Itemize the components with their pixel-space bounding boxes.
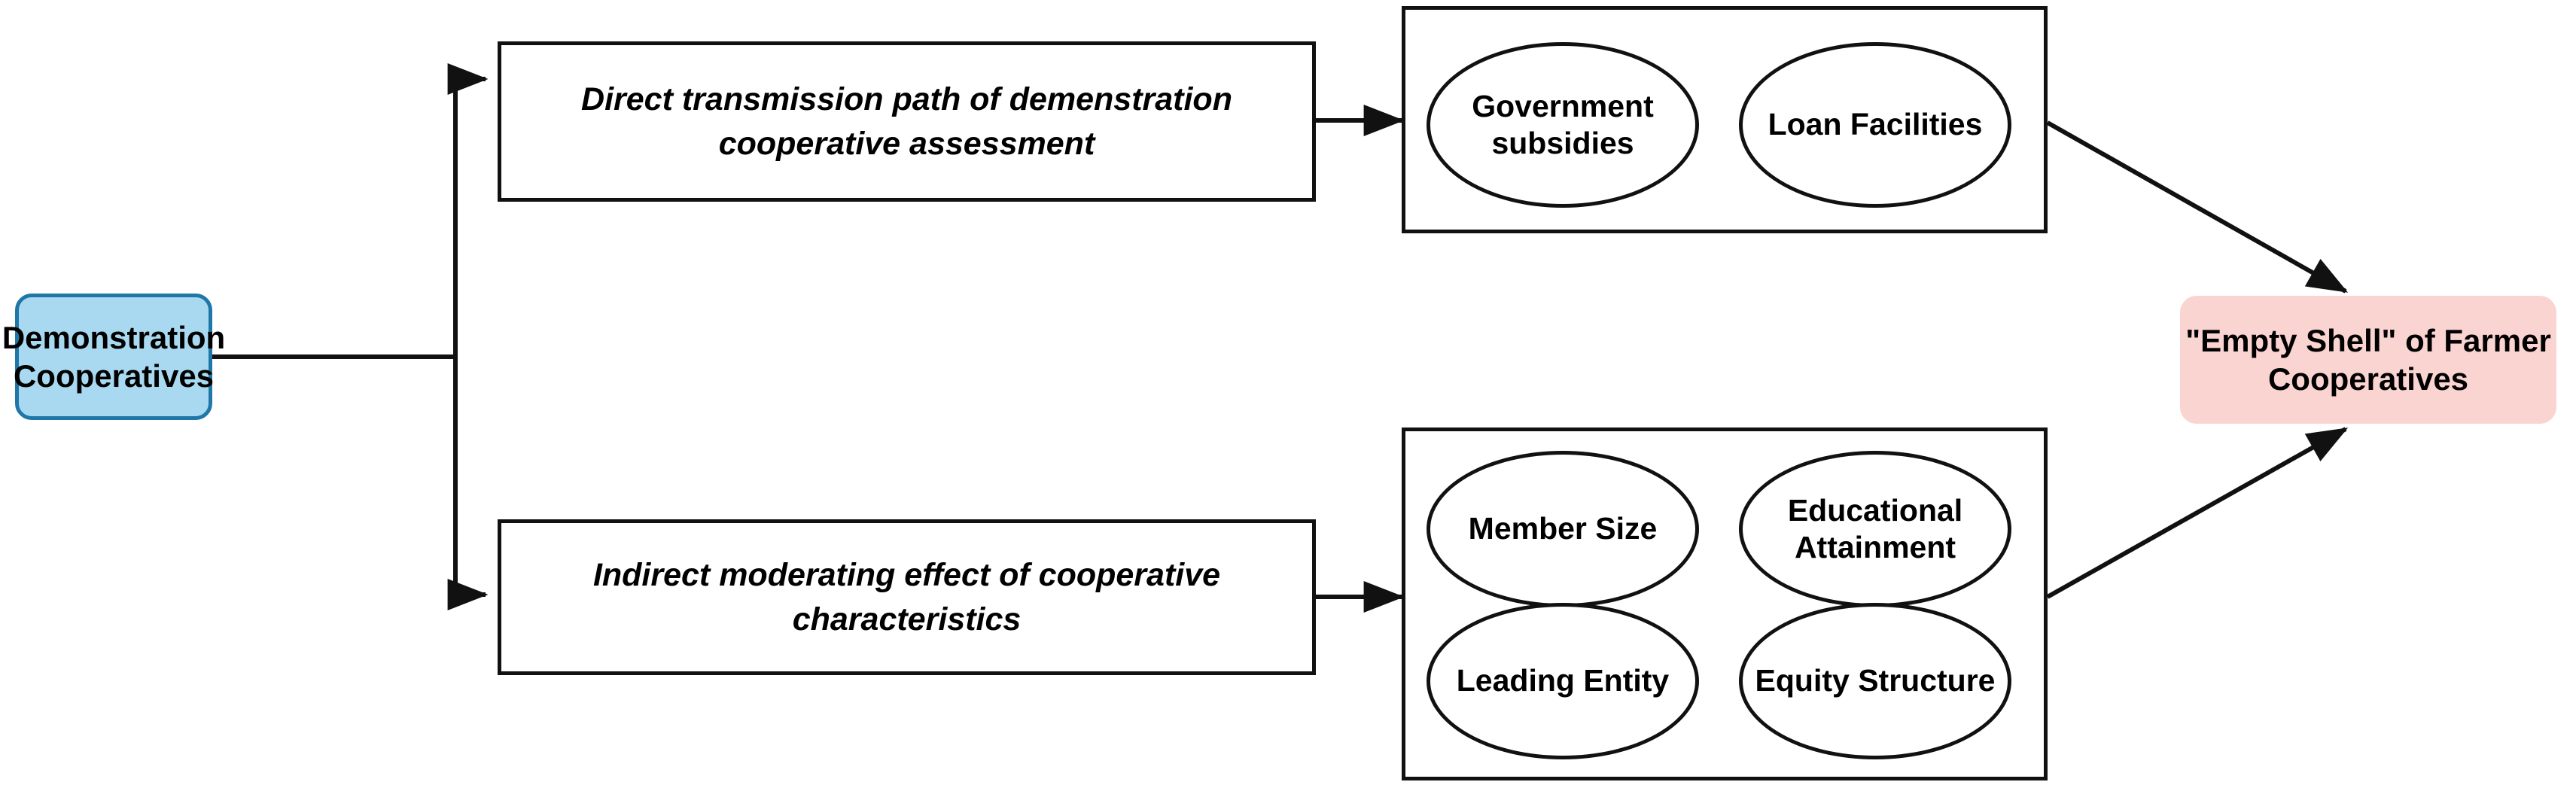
factor-ellipse-member-size[interactable]: Member Size [1427,451,1699,607]
edge-source-to-direct-path [447,63,489,357]
edge-source-to-indirect-path [447,357,489,610]
path-box-indirect-moderating[interactable]: Indirect moderating effect of cooperativ… [498,519,1316,675]
source-node-demonstration-cooperatives[interactable]: Demonstration Cooperatives [2,294,225,420]
group-box-direct-factors: Government subsidies Loan Facilities [1402,6,2048,233]
outcome-node-empty-shell[interactable]: "Empty Shell" of Farmer Cooperatives [2180,296,2556,424]
factor-ellipse-educational-attainment[interactable]: Educational Attainment [1739,451,2011,607]
path-box-direct-transmission[interactable]: Direct transmission path of demenstratio… [498,41,1316,202]
edge-moderating-factors-to-outcome [2046,427,2349,599]
factor-ellipse-government-subsidies[interactable]: Government subsidies [1427,42,1699,208]
factor-ellipse-leading-entity[interactable]: Leading Entity [1427,603,1699,759]
group-box-moderating-factors: Member Size Educational Attainment Leadi… [1402,427,2048,780]
factor-ellipse-equity-structure[interactable]: Equity Structure [1739,603,2011,759]
edge-direct-factors-to-outcome [2046,120,2349,294]
factor-ellipse-loan-facilities[interactable]: Loan Facilities [1739,42,2011,208]
